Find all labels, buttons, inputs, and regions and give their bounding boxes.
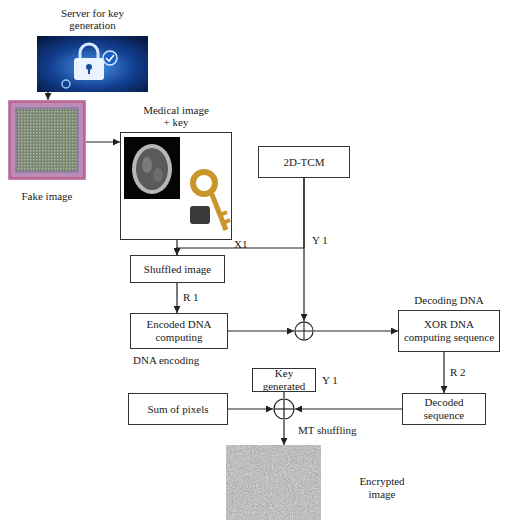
xor-circle xyxy=(273,398,295,420)
fake-image-border xyxy=(10,102,84,178)
ct-detail xyxy=(142,157,152,173)
caption-text: Server for key generation xyxy=(43,7,143,32)
connector-arrow xyxy=(303,178,304,321)
ct-scan-background xyxy=(124,137,180,199)
box-text: Key generated xyxy=(257,367,311,392)
encrypted-image: Encrypted image xyxy=(226,445,321,520)
key-tag xyxy=(190,206,210,224)
process-box: Sum of pixels xyxy=(128,393,228,425)
xor-symbol xyxy=(273,398,295,420)
ct-detail xyxy=(153,168,163,182)
lock-background xyxy=(37,36,148,92)
box-text: Sum of pixels xyxy=(147,403,208,416)
fake-image: Fake image xyxy=(8,100,86,180)
caption-text: Encrypted image xyxy=(351,475,413,500)
process-box: Shuffled image xyxy=(130,255,225,283)
server-lock-picture xyxy=(37,36,148,92)
key-tooth xyxy=(223,220,230,223)
connector-arrow xyxy=(295,408,402,409)
check-mark xyxy=(106,55,114,61)
connector-arrow xyxy=(283,392,284,398)
fake-image-frame xyxy=(8,100,86,180)
server-image: Server for key generation xyxy=(37,36,148,92)
step-label: MT shuffling xyxy=(298,424,357,437)
caption-text: DNA encoding xyxy=(133,354,199,367)
edge-label: R 1 xyxy=(183,291,199,304)
xor-cross xyxy=(283,399,284,419)
caption-text: Fake image xyxy=(0,190,97,203)
ct-brain xyxy=(136,148,168,190)
lock-shackle xyxy=(80,44,98,60)
connector-arrow xyxy=(228,408,273,409)
box-text: XOR DNA computing sequence xyxy=(403,318,495,343)
ct-skull xyxy=(132,144,172,194)
edge-label: Y 1 xyxy=(312,234,328,247)
connector-arrow xyxy=(86,141,120,142)
caption-text: Medical image + key xyxy=(141,104,211,129)
box-text: Encoded DNA computing xyxy=(135,318,223,343)
process-box: Decoded sequence xyxy=(402,393,486,425)
connector-arrow xyxy=(314,330,398,331)
gear-icon xyxy=(62,80,70,88)
medical-image-picture xyxy=(124,137,230,230)
encrypted-noise-picture xyxy=(226,445,321,520)
fake-image-texture xyxy=(16,108,78,172)
key-tooth xyxy=(220,212,227,215)
fake-image-inner-border xyxy=(16,108,78,172)
signal-label: Y 1 xyxy=(322,374,338,387)
edge-label: R 2 xyxy=(450,366,466,379)
process-box: 2D-TCM xyxy=(258,146,350,178)
box-text: Shuffled image xyxy=(144,263,211,276)
key-bow xyxy=(193,172,215,194)
connector-arrow xyxy=(283,420,284,445)
lock-keyhole xyxy=(88,68,90,74)
caption-text: Decoding DNA xyxy=(394,294,504,307)
xor-cross xyxy=(303,322,304,340)
check-badge xyxy=(103,51,117,65)
box-text: Decoded sequence xyxy=(407,396,481,421)
process-box: Decoding DNAXOR DNA computing sequence xyxy=(398,310,500,352)
fake-image-picture xyxy=(8,100,86,180)
box-text: 2D-TCM xyxy=(284,156,325,169)
key-box: Key generated xyxy=(252,368,316,392)
medical-image-box: Medical image + key xyxy=(120,132,232,240)
connector-arrow xyxy=(176,283,177,313)
process-box: Encoded DNA computingDNA encoding xyxy=(130,313,228,349)
connector-arrow xyxy=(47,92,48,100)
edge-label: X1 xyxy=(234,238,247,251)
xor-circle xyxy=(294,321,314,341)
xor-circle-outline xyxy=(295,322,313,340)
connector-arrow xyxy=(443,352,444,393)
connector-group xyxy=(48,92,444,445)
lock-body xyxy=(74,58,104,80)
connector-arrow xyxy=(177,178,304,255)
xor-circle-outline xyxy=(274,399,294,419)
connector-arrow xyxy=(228,330,294,331)
xor-symbol xyxy=(294,321,314,341)
